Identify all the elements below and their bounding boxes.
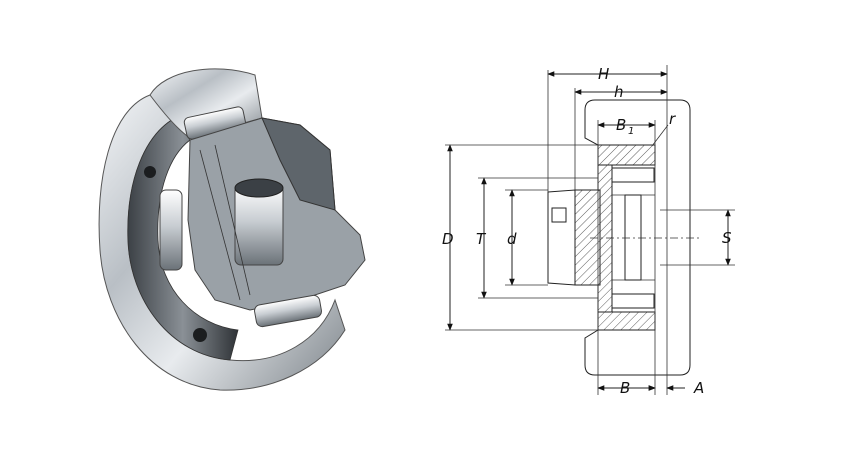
label-B: B [620,379,630,397]
label-A: A [693,379,704,397]
needle-roller-side [159,189,183,271]
stud-slot [551,207,567,223]
roller-inner [624,194,642,281]
outer-ring-section-lower [597,311,656,331]
leader-r [651,124,669,147]
outer-ring-section [597,144,656,166]
label-d: d [507,230,517,248]
bearing-3d-render [98,68,366,391]
roller-lower [611,293,655,309]
label-B1-subscript: 1 [628,126,634,137]
label-D: D [442,230,454,248]
outer-ring-outline [584,99,691,376]
lube-hole-bottom [193,328,207,342]
stud-face-dark [261,117,336,211]
stud-section [574,189,601,286]
roller-upper [611,167,655,183]
technical-drawing: H h B 1 r D T d S B A [442,65,735,397]
needle-roller-bottom [254,294,322,328]
inner-cylinder [234,178,284,266]
lube-hole-top [144,166,156,178]
label-B1: B [616,116,626,134]
label-T: T [476,230,487,248]
label-S: S [722,229,732,247]
label-H: H [598,65,609,83]
stud-outline [547,189,576,286]
label-h: h [614,83,624,101]
label-r: r [669,110,676,128]
